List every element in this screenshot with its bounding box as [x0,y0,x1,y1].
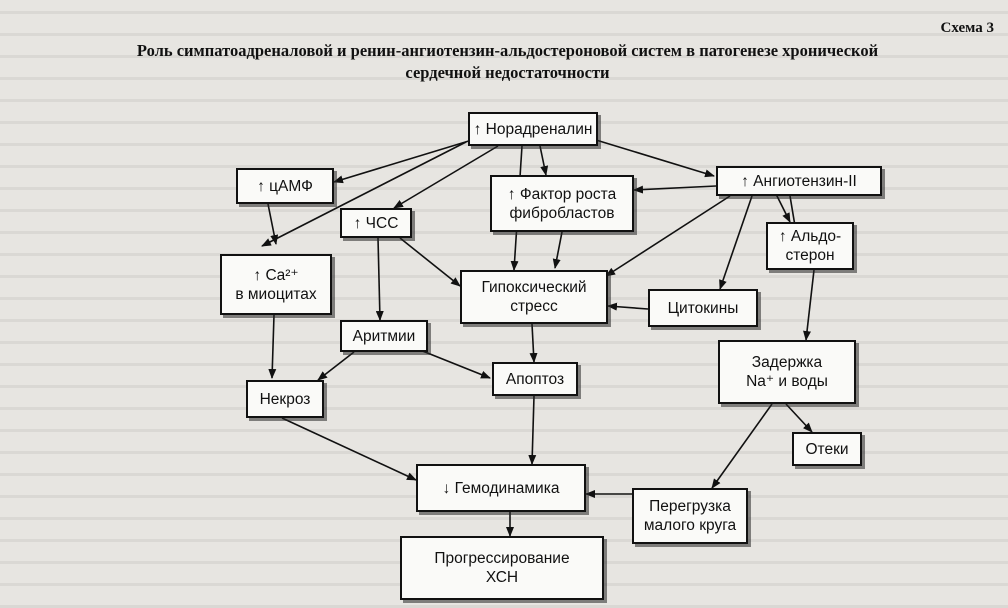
arrow-noradrenaline-fgf [539,145,549,176]
arrow-retention-overload [711,403,773,489]
arrow-calcium-necrosis [268,314,277,379]
node-retention: Задержка Na⁺ и воды [718,340,856,404]
node-arrhythmias: Аритмии [340,320,428,352]
node-progression-label: Прогрессирование ХСН [434,550,570,586]
arrow-heart-rate-arrhythmias [375,237,384,321]
node-calcium-label: ↑ Ca²⁺ в миоцитах [235,266,317,303]
node-fgf-label: ↑ Фактор роста фибробластов [507,185,617,222]
node-hemodynamics: ↓ Гемодинамика [416,464,586,512]
node-cytokines-label: Цитокины [667,299,739,317]
node-edema-label: Отеки [805,440,849,458]
node-hypoxic-stress: Гипоксический стресс [460,270,608,324]
node-heart-rate-label: ↑ ЧСС [353,214,399,232]
arrow-angiotensin-fgf [633,185,717,194]
arrow-noradrenaline-calcium [261,141,467,247]
arrow-noradrenaline-angiotensin [595,139,715,178]
arrow-fgf-hypoxic-stress [552,231,563,269]
node-angiotensin: ↑ Ангиотензин-II [716,166,882,196]
arrow-heart-rate-hypoxic-stress [399,237,461,287]
node-camp-label: ↑ цАМФ [257,177,313,195]
node-camp: ↑ цАМФ [236,168,334,204]
node-noradrenaline-label: ↑ Норадреналин [473,120,593,138]
node-arrhythmias-label: Аритмии [352,327,416,345]
arrow-arrhythmias-necrosis [317,351,355,381]
node-progression: Прогрессирование ХСН [400,536,604,600]
arrow-camp-calcium [267,203,279,245]
node-necrosis: Некроз [246,380,324,418]
diagram-title: Роль симпатоадреналовой и ренин-ангиотен… [20,40,995,84]
node-necrosis-label: Некроз [259,390,311,408]
arrow-apoptosis-hemodynamics [528,395,537,465]
node-hypoxic-stress-label: Гипоксический стресс [481,279,587,315]
node-aldosterone-label: ↑ Альдо- стерон [778,228,842,264]
arrow-retention-edema [785,403,813,433]
node-overload: Перегрузка малого круга [632,488,748,544]
node-fgf: ↑ Фактор роста фибробластов [490,175,634,232]
node-apoptosis: Апоптоз [492,362,578,396]
title-line-1: Роль симпатоадреналовой и ренин-ангиотен… [136,41,879,60]
arrow-hypoxic-stress-apoptosis [529,323,538,363]
node-retention-label: Задержка Na⁺ и воды [746,354,828,390]
node-overload-label: Перегрузка малого круга [643,498,737,534]
node-aldosterone: ↑ Альдо- стерон [766,222,854,270]
node-heart-rate: ↑ ЧСС [340,208,412,238]
arrow-necrosis-hemodynamics [281,417,417,481]
node-hemodynamics-label: ↓ Гемодинамика [442,479,560,497]
arrow-angiotensin-aldosterone [775,193,791,223]
arrow-noradrenaline-heart-rate [393,145,499,209]
node-calcium: ↑ Ca²⁺ в миоцитах [220,254,332,315]
scheme-label: Схема 3 [940,20,994,36]
arrow-arrhythmias-apoptosis [419,349,491,379]
title-line-2: сердечной недостаточности [405,63,610,82]
arrow-aldosterone-retention [803,269,815,341]
arrow-noradrenaline-camp [333,139,473,184]
arrow-cytokines-hypoxic-stress [607,302,649,311]
node-edema: Отеки [792,432,862,466]
node-noradrenaline: ↑ Норадреналин [468,112,598,146]
node-cytokines: Цитокины [648,289,758,327]
node-angiotensin-label: ↑ Ангиотензин-II [741,172,857,190]
arrow-angiotensin-cytokines [719,195,753,290]
node-apoptosis-label: Апоптоз [505,370,565,388]
arrow-angiotensin-hypoxic-stress [605,195,731,277]
